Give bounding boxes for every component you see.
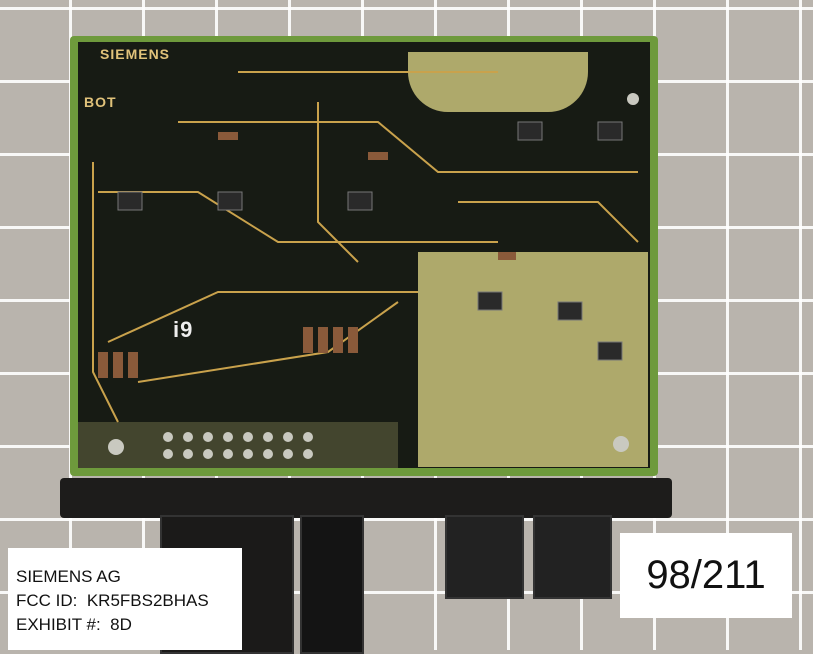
pcb-traces [92,71,639,459]
pcb-copper-side: SIEMENS BOT i9 [78,42,650,468]
connector-port-1 [445,515,524,599]
silkscreen-side: BOT [84,94,117,110]
exhibit-number-value: 8D [110,615,132,634]
connector-port-2 [533,515,612,599]
exhibit-label: SIEMENS AG FCC ID: KR5FBS2BHAS EXHIBIT #… [8,548,242,650]
silkscreen-marking: i9 [173,317,194,342]
fcc-id-line: FCC ID: KR5FBS2BHAS [16,591,209,610]
fcc-id-value: KR5FBS2BHAS [86,591,209,610]
silkscreen-brand: SIEMENS [100,46,171,62]
connector-housing [60,478,672,518]
page-number-label: 98/211 [620,533,792,618]
connector-latch [300,515,364,654]
pcb-board: SIEMENS BOT i9 [70,36,658,476]
exhibit-number-line: EXHIBIT #: 8D [16,615,132,634]
company-line: SIEMENS AG [16,567,121,586]
